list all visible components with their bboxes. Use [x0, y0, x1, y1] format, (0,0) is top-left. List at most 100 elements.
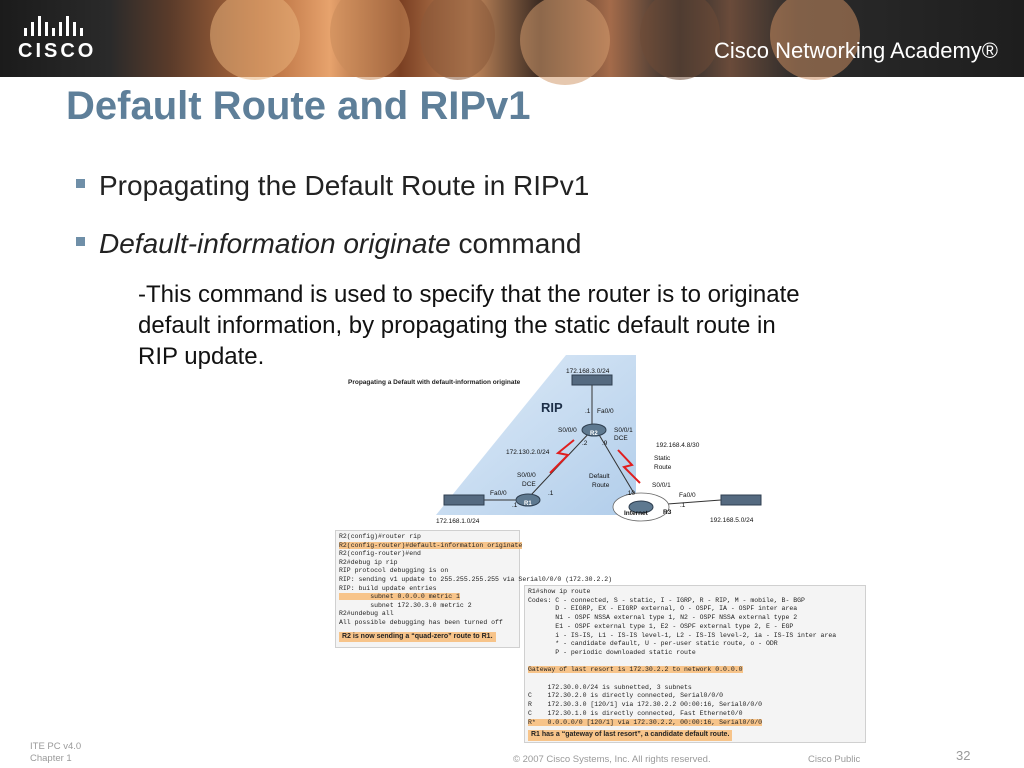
cli-line: R2(config-router)#default-information or… — [339, 541, 523, 551]
cli-line — [528, 675, 862, 684]
cli-line-text: * - candidate default, U - per-user stat… — [528, 640, 778, 648]
cli-line-text: R2#undebug all — [339, 610, 394, 618]
cli-line-text: R1#show ip route — [528, 588, 591, 595]
cli-line: subnet 172.30.3.0 metric 2 — [339, 602, 516, 611]
net-172-168-1: 172.168.1.0/24 — [436, 518, 480, 525]
router-label: R3 — [663, 509, 672, 516]
switch-right — [720, 494, 762, 506]
bullet-2-italic: Default-information originate — [99, 228, 451, 259]
bullet-square-icon — [76, 237, 85, 247]
cli-line-text: RIP: sending v1 update to 255.255.255.25… — [339, 575, 613, 583]
bullet-square-icon — [76, 179, 85, 189]
footer-line: ITE PC v4.0 — [30, 741, 82, 752]
iface-label: .1 — [680, 502, 686, 509]
iface-label: .9 — [602, 440, 608, 447]
banner-photo — [210, 0, 300, 80]
cli-line: N1 - OSPF NSSA external type 1, N2 - OSP… — [528, 614, 862, 623]
slide-title: Default Route and RIPv1 — [66, 84, 531, 128]
static-route-arrow — [617, 449, 641, 484]
cli-line: R2(config)#router rip — [339, 533, 516, 542]
switch-top — [571, 374, 613, 386]
net-172-130-2: 172.130.2.0/24 — [506, 449, 550, 456]
net-172-168-3: 172.168.3.0/24 — [566, 368, 610, 375]
academy-brand: Cisco Networking Academy® — [714, 38, 998, 63]
iface-label: .1 — [548, 490, 554, 497]
cli-line-text: subnet 172.30.3.0 metric 2 — [339, 601, 472, 609]
cli-line: i - IS-IS, L1 - IS-IS level-1, L2 - IS-I… — [528, 632, 862, 641]
cli-line-text: R* 0.0.0.0/0 [120/1] via 172.30.2.2, 00:… — [528, 718, 763, 726]
footer-public: Cisco Public — [808, 754, 861, 765]
cli-line: All possible debugging has been turned o… — [339, 619, 516, 628]
sub-line: -This command is used to specify that th… — [138, 281, 800, 308]
banner-photo — [770, 0, 860, 80]
iface-label: .2 — [582, 440, 588, 447]
cli-line-text: RIP protocol debugging is on — [339, 567, 449, 575]
network-diagram: Propagating a Default with default-infor… — [348, 355, 762, 525]
rip-label: RIP — [541, 400, 563, 415]
cli-line: RIP protocol debugging is on — [339, 567, 516, 576]
cli-line-text: N1 - OSPF NSSA external type 1, N2 - OSP… — [528, 614, 798, 622]
cli-line-text: D - EIGRP, EX - EIGRP external, O - OSPF… — [528, 605, 798, 613]
cli-line: subnet 0.0.0.0 metric 1 — [339, 593, 516, 602]
default-route-label: Default — [589, 473, 610, 480]
footer-line: Chapter 1 — [30, 753, 72, 764]
cli-line-text: R2(config-router)#default-information or… — [339, 541, 523, 549]
static-label: Static — [654, 455, 671, 462]
default-route-arrow — [549, 439, 575, 474]
iface-label: Fa0/0 — [679, 492, 696, 499]
iface-label: .1 — [585, 408, 591, 415]
cli-line: 172.30.0.0/24 is subnetted, 3 subnets — [528, 684, 862, 693]
cli-line: * - candidate default, U - per-user stat… — [528, 640, 862, 649]
cli-line: R2#undebug all — [339, 610, 516, 619]
cli-line: RIP: build update entries — [339, 585, 516, 594]
cli-line-text: E1 - OSPF external type 1, E2 - OSPF ext… — [528, 622, 794, 630]
diagram-caption: Propagating a Default with default-infor… — [348, 379, 521, 386]
iface-label: S0/0/1 — [652, 482, 671, 489]
net-192-168-4: 192.168.4.8/30 — [656, 442, 700, 449]
cli-line: C 172.30.2.0 is directly connected, Seri… — [528, 692, 862, 701]
bullet-2: Default-information originate command — [76, 228, 581, 260]
header-banner: CISCO Cisco Networking Academy® — [0, 0, 1024, 85]
cli-line: RIP: sending v1 update to 255.255.255.25… — [339, 576, 612, 585]
iface-label: .10 — [626, 490, 635, 497]
cli-line: Codes: C - connected, S - static, I - IG… — [528, 597, 862, 606]
banner-photo — [420, 0, 495, 80]
cli-line-text: R2(config)#router rip — [339, 533, 421, 540]
cli-line-text: i - IS-IS, L1 - IS-IS level-1, L2 - IS-I… — [528, 631, 837, 639]
page-number: 32 — [956, 748, 971, 763]
net-192-168-5: 192.168.5.0/24 — [710, 517, 754, 524]
cli-line: R2(config-router)#end — [339, 550, 516, 559]
cisco-logo-text: CISCO — [18, 40, 97, 62]
banner-photo — [330, 0, 410, 80]
cli-line-text: R2#debug ip rip — [339, 558, 398, 566]
router-r1 — [515, 493, 541, 507]
bullet-1: Propagating the Default Route in RIPv1 — [76, 170, 589, 202]
router-r2 — [581, 423, 607, 437]
cli-line-text: All possible debugging has been turned o… — [339, 618, 503, 626]
footer-copyright: © 2007 Cisco Systems, Inc. All rights re… — [513, 754, 711, 765]
banner-photo — [640, 0, 720, 80]
cli-line-text: C 172.30.1.0 is directly connected, Fast… — [528, 709, 743, 717]
cli-line: E1 - OSPF external type 1, E2 - OSPF ext… — [528, 623, 862, 632]
rip-domain-area — [436, 355, 636, 515]
cli-line-text: C 172.30.2.0 is directly connected, Seri… — [528, 692, 724, 700]
cli-note: R2 is now sending a “quad-zero” route to… — [339, 631, 496, 643]
cli-line: R 172.30.3.0 [120/1] via 172.30.2.2 00:0… — [528, 701, 862, 710]
iface-label: DCE — [522, 481, 536, 488]
switch-left — [443, 494, 485, 506]
static-label: Route — [654, 464, 672, 471]
cli-line-text: RIP: build update entries — [339, 584, 437, 592]
router-label: R2 — [590, 431, 598, 437]
cisco-bars-icon — [24, 14, 98, 36]
cisco-logo: CISCO — [18, 14, 98, 62]
cli-line-text: Codes: C - connected, S - static, I - IG… — [528, 596, 805, 604]
cli-line: D - EIGRP, EX - EIGRP external, O - OSPF… — [528, 605, 862, 614]
cli-line-text: 172.30.0.0/24 is subnetted, 3 subnets — [528, 683, 692, 691]
cli-line-text: R 172.30.3.0 [120/1] via 172.30.2.2 00:0… — [528, 701, 763, 709]
iface-label: DCE — [614, 435, 628, 442]
cli-line: P - periodic downloaded static route — [528, 649, 862, 658]
